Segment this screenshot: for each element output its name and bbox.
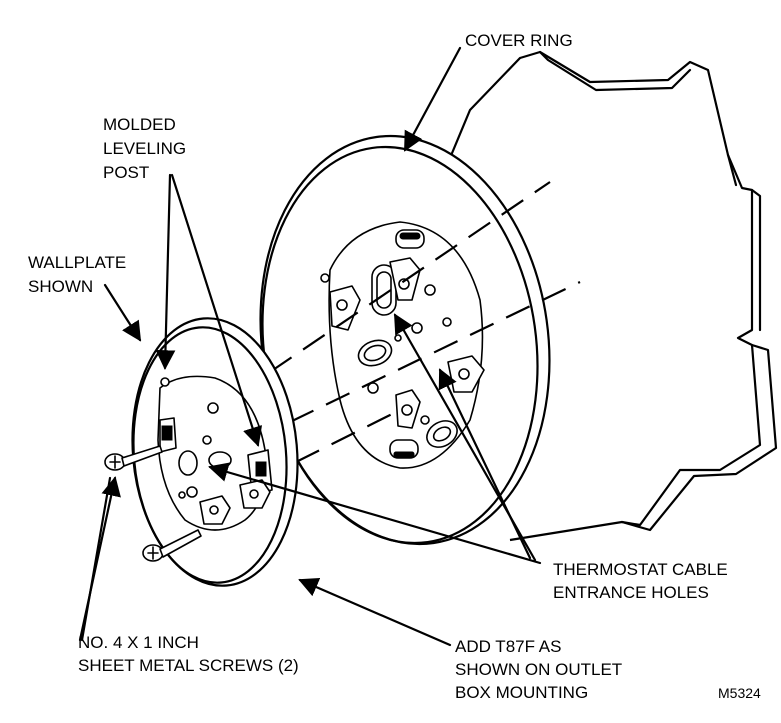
label-mounting-line2: SHOWN ON OUTLET [455, 660, 622, 679]
leveling-post-arrow-2 [170, 173, 263, 447]
screw-arrow-1b [80, 476, 112, 642]
cover-ring-disc [259, 134, 551, 546]
label-screws-line2: SHEET METAL SCREWS (2) [78, 656, 299, 675]
label-screws-line1: NO. 4 X 1 INCH [78, 633, 199, 652]
mounting-arrow [298, 578, 452, 647]
label-leveling-post-line3: POST [103, 163, 149, 182]
cable-hole-arrow-3 [438, 368, 532, 560]
cover-ring-outline [443, 50, 778, 542]
wallplate-arrow [103, 283, 142, 342]
cover-ring-arrow [403, 46, 462, 152]
label-leveling-post-line1: MOLDED [103, 115, 176, 134]
figure-code: M5324 [718, 685, 761, 701]
label-mounting-line1: ADD T87F AS [455, 637, 561, 656]
screw-upper [104, 445, 163, 471]
label-cable-holes-line1: THERMOSTAT CABLE [553, 560, 728, 579]
label-wallplate-line1: WALLPLATE [28, 253, 126, 272]
alignment-lines [259, 181, 581, 481]
leveling-post-arrow-1 [155, 173, 176, 370]
leader-arrows [78, 46, 542, 647]
screw-lower [142, 529, 202, 562]
label-wallplate-line2: SHOWN [28, 277, 93, 296]
label-cable-holes-line2: ENTRANCE HOLES [553, 583, 709, 602]
label-cover-ring: COVER RING [465, 31, 573, 50]
label-leveling-post-line2: LEVELING [103, 139, 186, 158]
label-mounting-line3: BOX MOUNTING [455, 683, 588, 702]
cable-hole-arrow-1 [208, 462, 542, 565]
